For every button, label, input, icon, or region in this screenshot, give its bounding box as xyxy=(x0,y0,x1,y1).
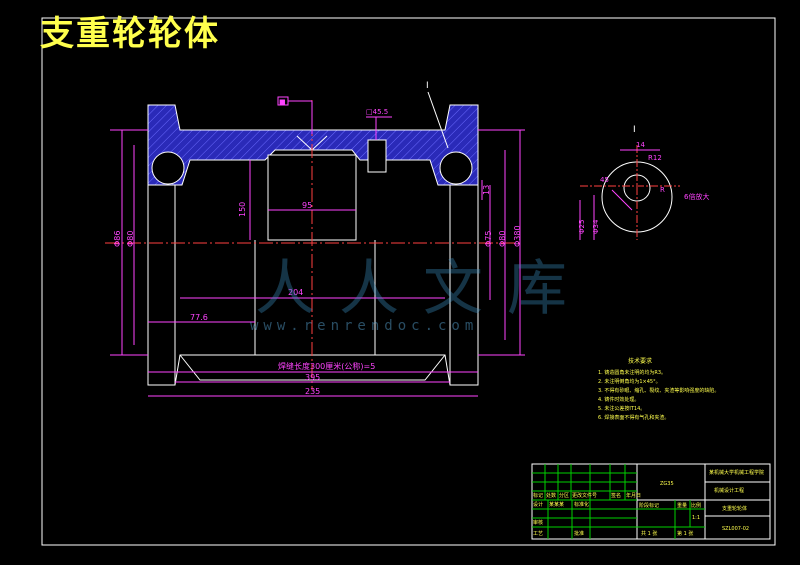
dim-left-a: Φ86 xyxy=(113,231,122,247)
detail-dim-a: Φ25 xyxy=(578,220,586,234)
detail-note: 6倍放大 xyxy=(684,192,709,201)
tb-label-date: 年月日 xyxy=(626,492,641,499)
hub-section-top xyxy=(147,104,479,186)
dim-right-b: Φ80 xyxy=(498,231,507,247)
detail-dim-r12: R12 xyxy=(648,154,662,162)
tb-part-name: 支重轮轮体 xyxy=(722,505,747,512)
dimension-texts: 95 150 204 77.6 焊缝长度300厘米(公称)=5 395 235 … xyxy=(113,185,522,396)
dim-r13: 13 xyxy=(482,185,491,195)
technical-requirements: 技术要求 1. 铸造圆角未注明的均为R3。 2. 未注明倒角均为1×45°。 3… xyxy=(598,357,719,421)
tb-standard: 标准化 xyxy=(574,501,589,508)
tb-material: ZG35 xyxy=(660,481,674,487)
tb-scale: 1:1 xyxy=(692,515,700,521)
watermark-brand: 人人文库 xyxy=(255,254,591,324)
tb-check: 审核 xyxy=(533,519,543,526)
tb-scale-label: 比例 xyxy=(691,502,701,509)
requirements-heading: 技术要求 xyxy=(628,357,652,365)
dim-77-6: 77.6 xyxy=(190,313,208,322)
tb-weight-label: 重量 xyxy=(677,502,687,509)
dimension-lines xyxy=(110,129,525,397)
drawing-frame xyxy=(41,17,776,546)
requirement-5: 5. 未注公差按IT14。 xyxy=(598,405,645,412)
tb-label-count: 处数 xyxy=(546,492,556,499)
requirement-1: 1. 铸造圆角未注明的均为R3。 xyxy=(598,369,666,376)
tb-drawing-no: SZL007-02 xyxy=(722,526,749,532)
callout-top: ■ xyxy=(279,98,286,106)
drawing-title: 支重轮轮体 xyxy=(40,14,220,54)
tb-design-title: 机械设计工程 xyxy=(714,487,744,494)
detail-dim-45: 45 xyxy=(600,176,609,184)
tb-designer: 设计 xyxy=(533,501,543,508)
tb-school: 某机械大学机械工程学院 xyxy=(709,469,764,476)
right-seal-circle xyxy=(439,151,473,185)
tb-designer-name: 某某某 xyxy=(549,502,564,508)
callouts: ■ □45.5 I xyxy=(277,81,449,149)
requirement-4: 4. 铸件时效处理。 xyxy=(598,396,639,403)
dim-hint: 焊缝长度300厘米(公称)=5 xyxy=(278,361,375,371)
detail-view-I: I 14 R12 45 R Φ25 Φ34 6倍放大 xyxy=(578,125,709,240)
detail-label: I xyxy=(633,125,636,135)
tb-sheet-no: 第 1 张 xyxy=(677,530,693,537)
main-section-view xyxy=(105,100,520,390)
detail-dim-r: R xyxy=(660,186,665,194)
tb-label-zone: 分区 xyxy=(559,492,569,499)
section-label: I xyxy=(426,81,429,91)
detail-dim-14: 14 xyxy=(636,141,645,149)
left-seal-circle xyxy=(151,151,185,185)
dim-right-c: Φ380 xyxy=(513,225,522,247)
dim-95: 95 xyxy=(302,201,312,210)
tb-label-change: 更改文件号 xyxy=(572,492,597,499)
dim-235: 235 xyxy=(305,387,320,396)
tb-label-mark: 标记 xyxy=(533,492,543,499)
tb-label-sign: 签名 xyxy=(611,492,621,499)
dim-395: 395 xyxy=(305,373,320,382)
requirement-3: 3. 不得有砂眼、缩孔、裂纹、夹渣等影响强度的缺陷。 xyxy=(598,387,719,394)
dim-204: 204 xyxy=(288,288,303,297)
plug-bolt xyxy=(367,139,387,173)
watermark-url: www.renrendoc.com xyxy=(250,318,479,334)
tb-material-label: 阶段标记 xyxy=(639,502,659,509)
tb-sheets: 共 1 张 xyxy=(641,530,657,537)
dim-left-b: Φ80 xyxy=(126,231,135,247)
tb-approve: 批准 xyxy=(574,530,584,537)
dim-right-a: Φ75 xyxy=(484,231,493,247)
title-block: 标记 处数 分区 更改文件号 签名 年月日 设计 某某某 标准化 审核 工艺 批… xyxy=(531,463,771,540)
tb-process: 工艺 xyxy=(533,531,543,537)
callout-thread: □45.5 xyxy=(366,108,388,116)
requirement-2: 2. 未注明倒角均为1×45°。 xyxy=(598,378,661,385)
dim-150: 150 xyxy=(238,202,247,217)
requirement-6: 6. 焊接表面不得有气孔和夹渣。 xyxy=(598,414,669,421)
detail-dim-b: Φ34 xyxy=(592,219,600,234)
